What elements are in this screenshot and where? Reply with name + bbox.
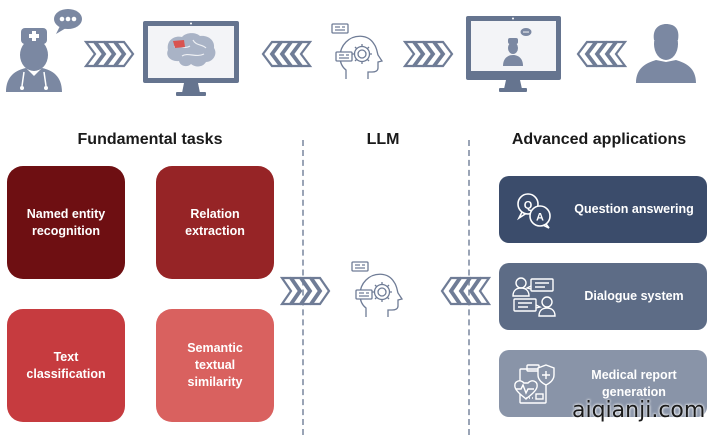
app-label: Question answering (574, 202, 694, 216)
task-label-line: Relation (190, 206, 240, 221)
app-label-line: Medical report (591, 367, 677, 382)
task-label-line: textual (194, 358, 236, 372)
task-label-line: Text (53, 349, 79, 364)
llm-head-icon (351, 261, 404, 317)
advanced-applications-title: Advanced applications (511, 131, 687, 148)
llm-title: LLM (366, 131, 400, 148)
svg-text:A: A (536, 211, 544, 223)
app-dialogue-system: Dialogue system (499, 263, 707, 330)
arrow-right-icon (84, 40, 135, 68)
medical-report-icon (499, 350, 569, 417)
task-label-line: recognition (31, 223, 101, 238)
task-named-entity-recognition: Named entity recognition (7, 166, 125, 279)
app-label-line: generation (602, 384, 666, 399)
arrow-left-icon (440, 276, 491, 306)
task-semantic-textual-similarity: Semantic textual similarity (156, 309, 274, 422)
task-relation-extraction: Relation extraction (156, 166, 274, 279)
fundamental-tasks-title: Fundamental tasks (77, 131, 223, 148)
task-label-line: classification (26, 366, 106, 381)
dialogue-icon (499, 263, 569, 330)
patient-icon (636, 24, 696, 83)
watermark: aiqianji.com (572, 398, 706, 423)
speech-bubble-icon (54, 9, 82, 34)
divider-right (468, 140, 470, 435)
app-medical-report-generation: Medical report generation (499, 350, 707, 417)
arrow-left-icon (576, 40, 627, 68)
top-flow (6, 9, 696, 96)
app-label: Dialogue system (584, 289, 684, 303)
divider-left (302, 140, 304, 435)
task-text-classification: Text classification (7, 309, 125, 422)
arrow-right-icon (280, 276, 331, 306)
middle-flow (280, 261, 491, 317)
task-label-line: extraction (185, 223, 245, 238)
brain-monitor-icon (143, 21, 239, 96)
task-label-line: similarity (187, 375, 243, 389)
doctor-monitor-icon (466, 16, 561, 92)
arrow-left-icon (261, 40, 312, 68)
task-label-line: Semantic (187, 341, 243, 355)
arrow-right-icon (403, 40, 454, 68)
svg-text:Q: Q (524, 199, 533, 211)
app-label: Medical report generation (569, 367, 707, 401)
llm-head-icon (331, 23, 384, 79)
task-label-line: Named entity (26, 206, 106, 221)
qa-icon: Q A (499, 176, 569, 243)
app-question-answering: Q A Question answering (499, 176, 707, 243)
doctor-icon (6, 28, 62, 92)
